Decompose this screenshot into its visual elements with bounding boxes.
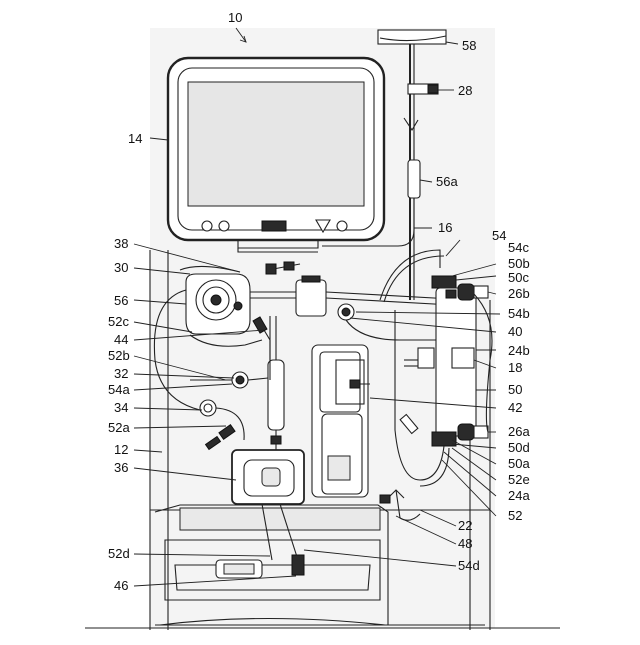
label-58: 58 [462,38,476,53]
label-18: 18 [508,360,522,375]
display-screen [168,58,384,252]
label-52b: 52b [108,348,130,363]
label-26a: 26a [508,424,530,439]
label-36: 36 [114,460,128,475]
label-50b: 50b [508,256,530,271]
label-52e: 52e [508,472,530,487]
label-48: 48 [458,536,472,551]
label-56: 56 [114,293,128,308]
label-54c: 54c [508,240,529,255]
label-54: 54 [492,228,506,243]
label-28: 28 [458,83,472,98]
label-26b: 26b [508,286,530,301]
label-56a: 56a [436,174,458,189]
label-52a: 52a [108,420,130,435]
label-10: 10 [228,10,242,25]
label-44: 44 [114,332,128,347]
label-54a: 54a [108,382,130,397]
label-14: 14 [128,131,142,146]
label-52: 52 [508,508,522,523]
label-42: 42 [508,400,522,415]
label-16: 16 [438,220,452,235]
label-24a: 24a [508,488,530,503]
label-52d: 52d [108,546,130,561]
label-50d: 50d [508,440,530,455]
label-54d: 54d [458,558,480,573]
label-32: 32 [114,366,128,381]
label-12: 12 [114,442,128,457]
label-54b: 54b [508,306,530,321]
label-24b: 24b [508,343,530,358]
label-46: 46 [114,578,128,593]
label-40: 40 [508,324,522,339]
label-50a: 50a [508,456,530,471]
label-34: 34 [114,400,128,415]
label-50: 50 [508,382,522,397]
label-38: 38 [114,236,128,251]
label-30: 30 [114,260,128,275]
label-50c: 50c [508,270,529,285]
label-52c: 52c [108,314,129,329]
label-22: 22 [458,518,472,533]
